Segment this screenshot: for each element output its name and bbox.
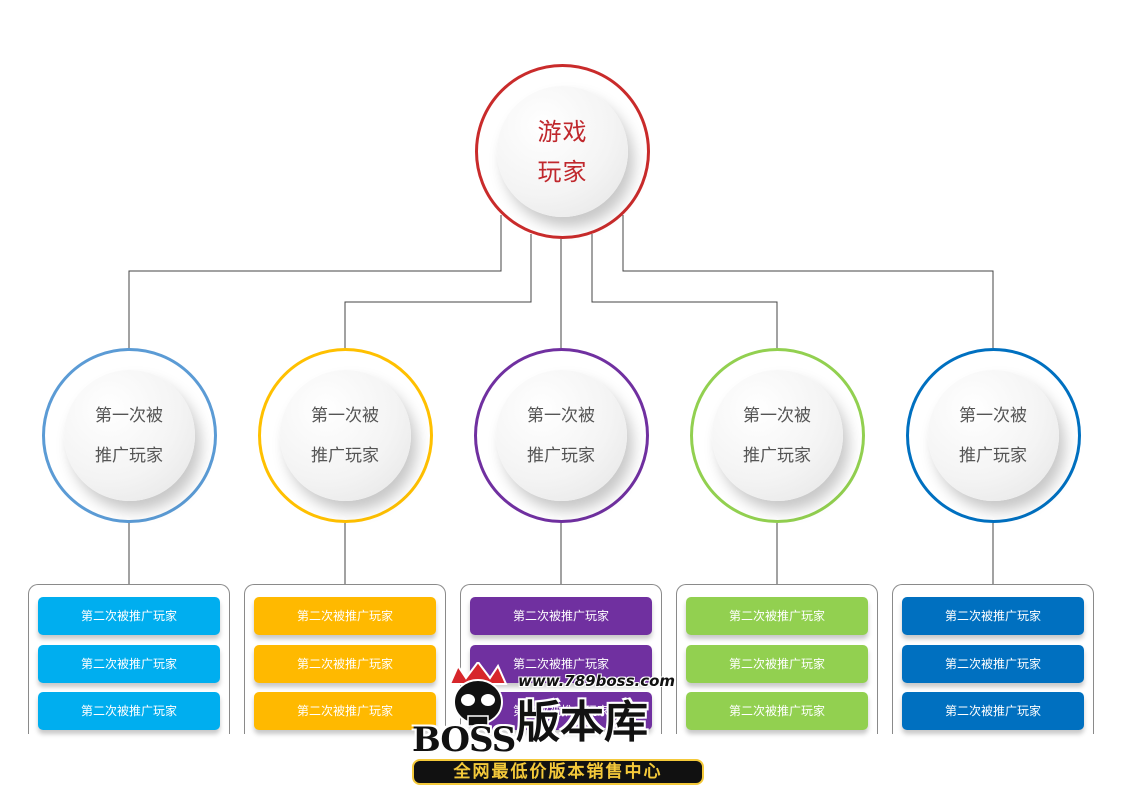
child-node-disc: 第一次被推广玩家: [279, 370, 411, 501]
child-label-line-2: 推广玩家: [959, 445, 1027, 466]
sub-panel-4: 第二次被推广玩家第二次被推广玩家第二次被推广玩家: [676, 584, 878, 734]
skull-crown-icon: [448, 662, 508, 727]
sub-panel-2: 第二次被推广玩家第二次被推广玩家第二次被推广玩家: [244, 584, 446, 734]
child-node-disc: 第一次被推广玩家: [927, 370, 1059, 501]
child-label-line-2: 推广玩家: [527, 445, 595, 466]
child-label-line-2: 推广玩家: [743, 445, 811, 466]
child-node-4: 第一次被推广玩家: [689, 348, 865, 523]
sub-item: 第二次被推广玩家: [470, 597, 652, 635]
child-node-2: 第一次被推广玩家: [257, 348, 433, 523]
sub-item: 第二次被推广玩家: [38, 645, 220, 683]
child-label-line-1: 第一次被: [311, 405, 379, 426]
sub-item: 第二次被推广玩家: [902, 597, 1084, 635]
watermark-brand: 版本库: [516, 697, 648, 748]
sub-item: 第二次被推广玩家: [254, 597, 436, 635]
child-label-line-2: 推广玩家: [95, 445, 163, 466]
child-label-line-1: 第一次被: [95, 405, 163, 426]
sub-item: 第二次被推广玩家: [902, 692, 1084, 730]
sub-panel-5: 第二次被推广玩家第二次被推广玩家第二次被推广玩家: [892, 584, 1094, 734]
connector-root-to-child-4: [591, 234, 778, 348]
root-label-line-1: 游戏: [537, 117, 588, 146]
sub-item: 第二次被推广玩家: [686, 597, 868, 635]
root-node-disc: 游戏 玩家: [497, 86, 628, 217]
sub-item: 第二次被推广玩家: [686, 692, 868, 730]
watermark-slogan: 全网最低价版本销售中心: [412, 759, 704, 785]
child-node-3: 第一次被推广玩家: [473, 348, 649, 523]
child-label-line-1: 第一次被: [527, 405, 595, 426]
sub-item: 第二次被推广玩家: [254, 645, 436, 683]
child-label-line-1: 第一次被: [959, 405, 1027, 426]
watermark-logo: www.789boss.com BOSS 版本库 全网最低价版本销售中心: [410, 658, 710, 788]
child-label-line-2: 推广玩家: [311, 445, 379, 466]
sub-item: 第二次被推广玩家: [38, 597, 220, 635]
connector-root-to-child-2: [344, 234, 532, 348]
child-node-1: 第一次被推广玩家: [41, 348, 217, 523]
child-node-disc: 第一次被推广玩家: [63, 370, 195, 501]
watermark-boss-text: BOSS: [412, 720, 516, 760]
connector-root-to-child-1: [128, 215, 502, 348]
child-node-disc: 第一次被推广玩家: [711, 370, 843, 501]
root-label-line-2: 玩家: [537, 157, 588, 186]
sub-item: 第二次被推广玩家: [902, 645, 1084, 683]
sub-item: 第二次被推广玩家: [686, 645, 868, 683]
sub-item: 第二次被推广玩家: [254, 692, 436, 730]
sub-panel-1: 第二次被推广玩家第二次被推广玩家第二次被推广玩家: [28, 584, 230, 734]
child-node-disc: 第一次被推广玩家: [495, 370, 627, 501]
child-node-5: 第一次被推广玩家: [905, 348, 1081, 523]
root-node: 游戏 玩家: [475, 64, 650, 239]
sub-item: 第二次被推广玩家: [38, 692, 220, 730]
child-label-line-1: 第一次被: [743, 405, 811, 426]
connector-root-to-child-5: [622, 215, 994, 348]
watermark-url: www.789boss.com: [518, 672, 676, 690]
